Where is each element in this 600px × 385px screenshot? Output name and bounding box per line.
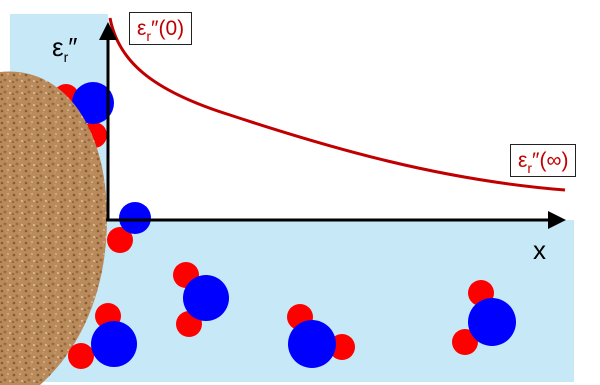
y-axis-label: εr″ (52, 34, 77, 60)
epsilon-zero-box: εr″(0) (129, 12, 192, 45)
x-axis-label: x (533, 237, 546, 263)
epsilon-infinity-box: εr″(∞) (510, 144, 576, 177)
